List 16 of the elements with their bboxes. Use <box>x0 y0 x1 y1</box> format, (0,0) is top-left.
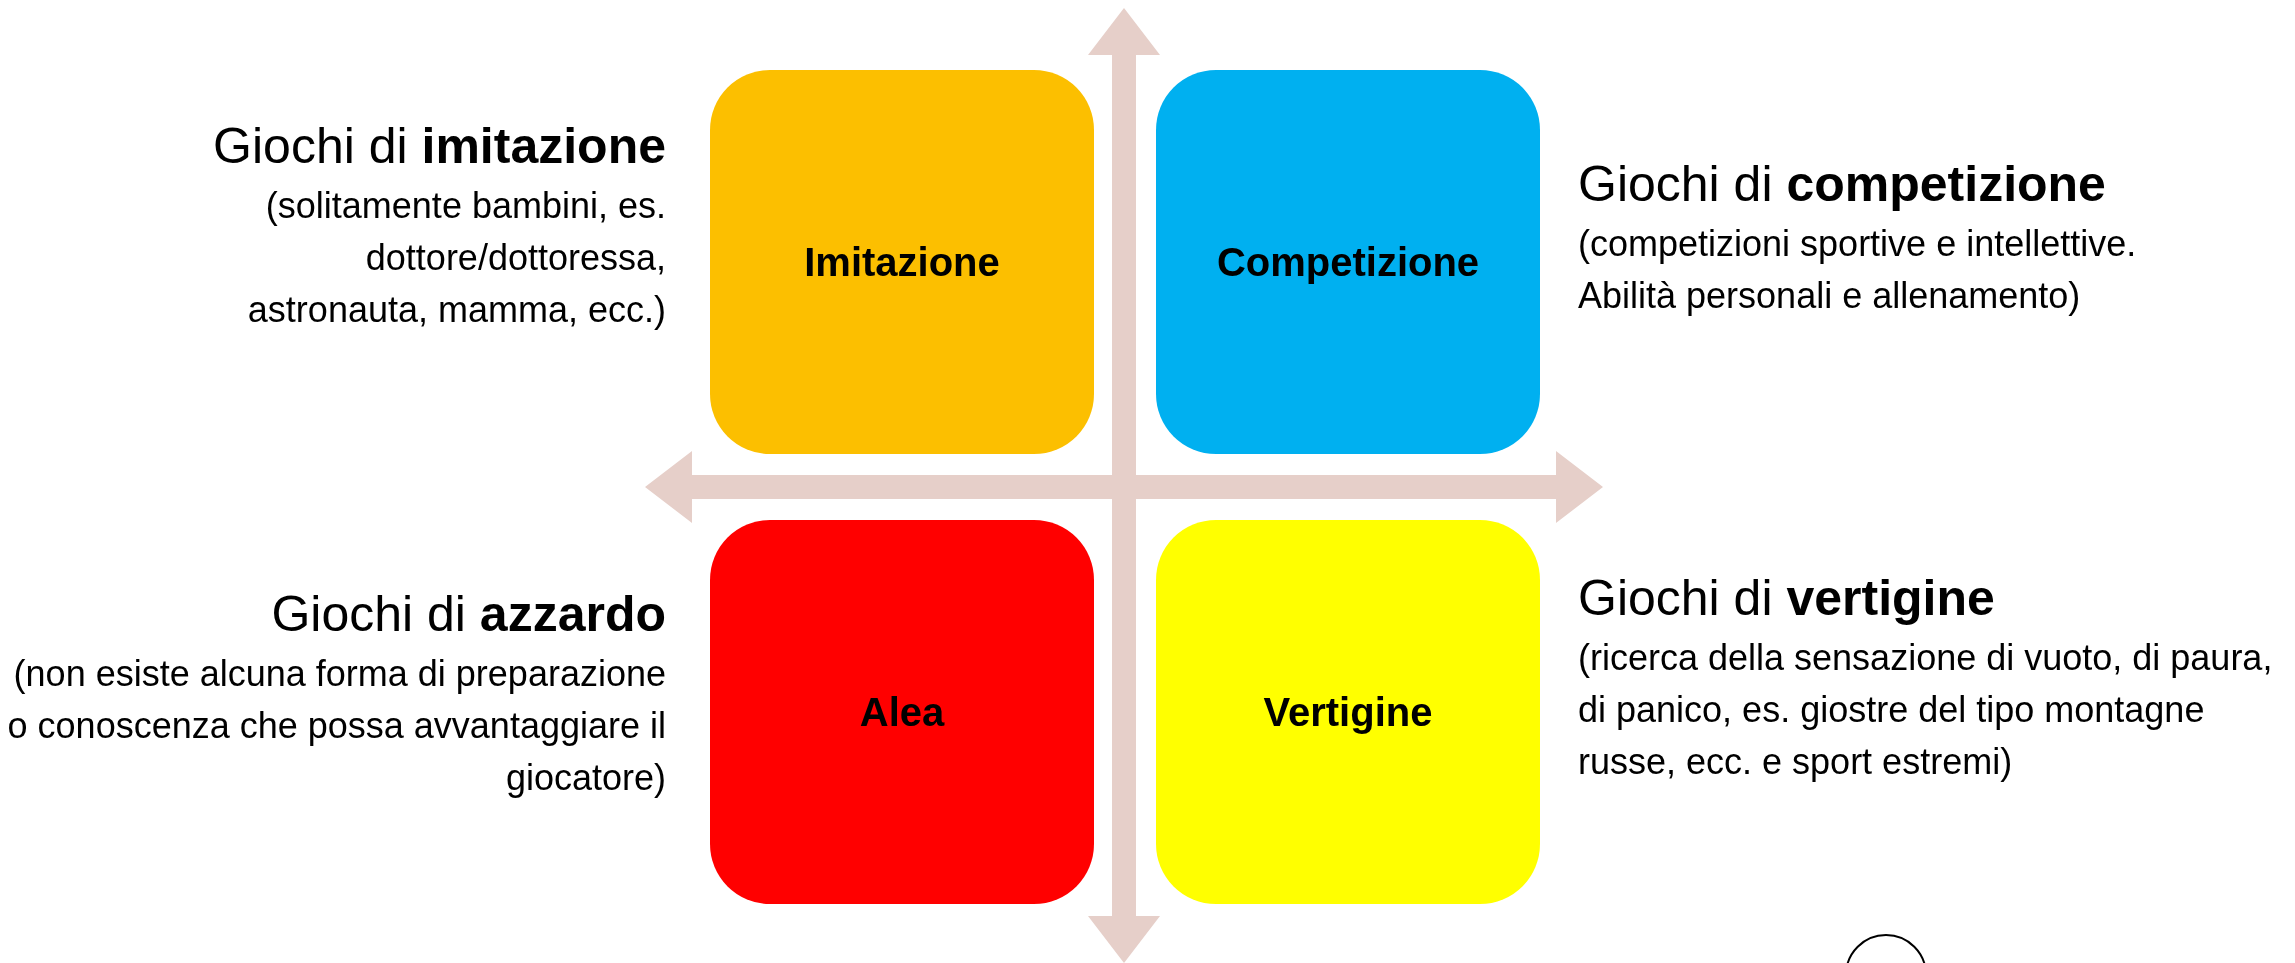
category-description: (ricerca della sensazione di vuoto, di paura, di panico, es. giostre del tipo montagne russe, ecc. e sport estremi) <box>1578 635 2274 784</box>
category-heading: Giochi di vertigine <box>1578 570 1995 628</box>
category-heading: Giochi di competizione <box>1578 156 2106 214</box>
category-box <box>1156 520 1540 904</box>
category-heading: Giochi di azzardo <box>271 586 666 644</box>
category-label: Imitazione <box>804 239 1000 286</box>
category-description: (competizioni sportive e intellettive. Abilità personali e allenamento) <box>1578 221 2138 318</box>
category-label: Alea <box>859 689 945 736</box>
category-description: (solitamente bambini, es. dottore/dottoressa, astronauta, mamma, ecc.) <box>246 183 666 332</box>
category-box <box>1156 70 1540 454</box>
category-heading: Giochi di imitazione <box>213 118 666 176</box>
category-box <box>710 70 1094 454</box>
category-description: (non esiste alcuna forma di preparazione o conoscenza che possa avvantaggiare il giocatore) <box>6 651 666 800</box>
category-label: Competizione <box>1216 239 1480 286</box>
category-label: Vertigine <box>1263 689 1433 736</box>
category-box <box>710 520 1094 904</box>
